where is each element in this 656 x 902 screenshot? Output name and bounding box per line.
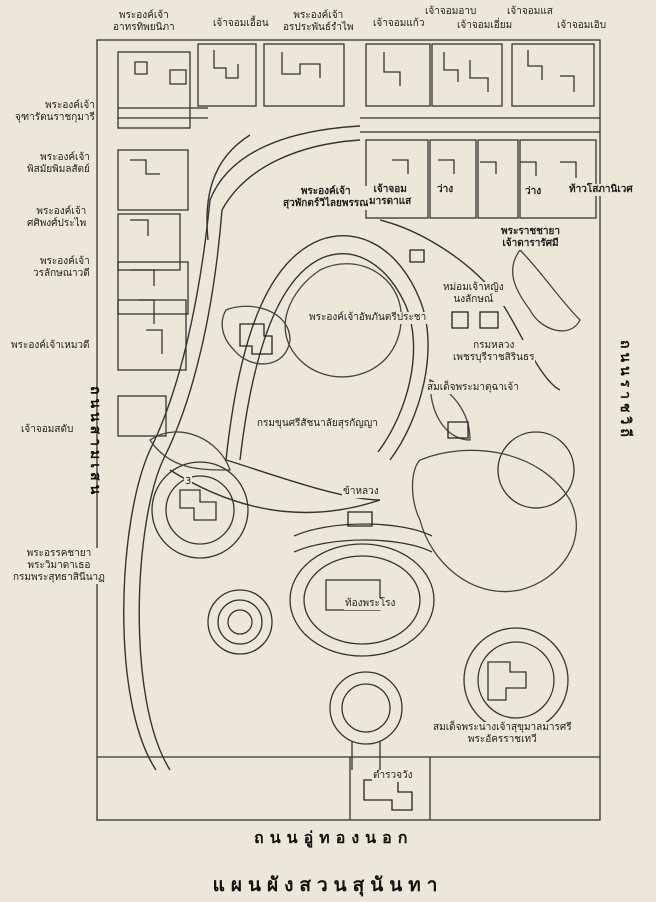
label-somdet-mata: สมเด็จพระมาตุฉาเจ้า [426,382,520,394]
label-chao-marasae: เจ้าจอม มารดาแส [368,184,413,208]
left-residence-column [117,149,189,437]
label-woralak: พระองค์เจ้า วรลักษณาวดี [32,256,91,280]
label-chao-arb: เจ้าจอมอาบ [424,6,478,18]
label-wang-1: ว่าง [436,184,455,196]
label-sawaphak: พระองค์เจ้า สุวพักตร์วิไลยพรรณ [282,186,370,210]
label-aphan: พระองค์เจ้าอัพภันตรีประชา [308,312,428,324]
label-thao-sok: ท้าวโสภานิเวศ [568,184,634,196]
label-wang-2: ว่าง [524,186,543,198]
label-arthitthip: พระองค์เจ้า อาทรทิพยนิภา [112,10,176,34]
label-sukhuman: สมเด็จพระนางเจ้าสุขุมาลมารศรี พระอัครราช… [432,722,573,746]
label-chao-sae: เจ้าจอมแส [506,6,554,18]
label-chao-uean: เจ้าจอมเอื้อน [212,18,270,30]
left-pavilion-circle [151,461,249,559]
label-tamruat: ตำรวจวัง [372,770,414,782]
label-chao-iam: เจ้าจอมเอี่ยม [456,20,514,32]
label-num-3: 3 [184,476,193,488]
road-east-label: ถนนราชวิถี [617,340,633,441]
label-dararat: พระราชชายา เจ้าดารารัศมี [500,226,561,250]
label-chao-kaeo: เจ้าจอมแก้ว [372,18,426,30]
map-title: แผนผังสวนสุนันทา [212,874,444,896]
label-phetcharat: กรมหลวง เพชรบุรีราชสิรินธร [452,340,536,364]
label-phra-akkharat: พระอรรคชายา พระวิมาดาเธอ กรมพระสุทธาสินี… [12,548,106,584]
label-nauwadi: พระองค์เจ้าเหมวดี [10,340,91,352]
buildings [239,249,499,811]
label-orapradit: พระองค์เจ้า อรประพันธ์รำไพ [282,10,355,34]
label-khalong: ข้าหลวง [342,486,380,498]
second-residence-row [365,139,597,219]
road-south-label: ถนนอู่ทองนอก [254,828,414,847]
throne-hall-area [289,523,435,770]
label-phisamai: พระองค์เจ้า พิสมัยพิมลสัตย์ [26,152,91,176]
top-residence-row [117,43,595,129]
right-pavilion-circle [463,627,569,733]
label-thong-phra-rong: ท้องพระโรง [344,598,397,610]
label-mom-nong: หม่อมเจ้าหญิง นงลักษณ์ [442,282,505,306]
road-west-label: ถนนสามเสน [87,386,103,499]
label-jutharat: พระองค์เจ้า จุฑารัตนราชกุมารี [14,100,96,124]
outer-wall [96,39,601,821]
label-chao-ib: เจ้าจอมเอิบ [556,20,608,32]
label-srisatcha: กรมขุนศรีสัชนาลัยสุรกัญญา [256,418,379,430]
spiral-garden [207,589,273,655]
label-sasiphong: พระองค์เจ้า ศศิพงศ์ประไพ [26,206,88,230]
main-roads [123,125,561,771]
label-chao-sadap: เจ้าจอมสดับ [20,424,75,436]
